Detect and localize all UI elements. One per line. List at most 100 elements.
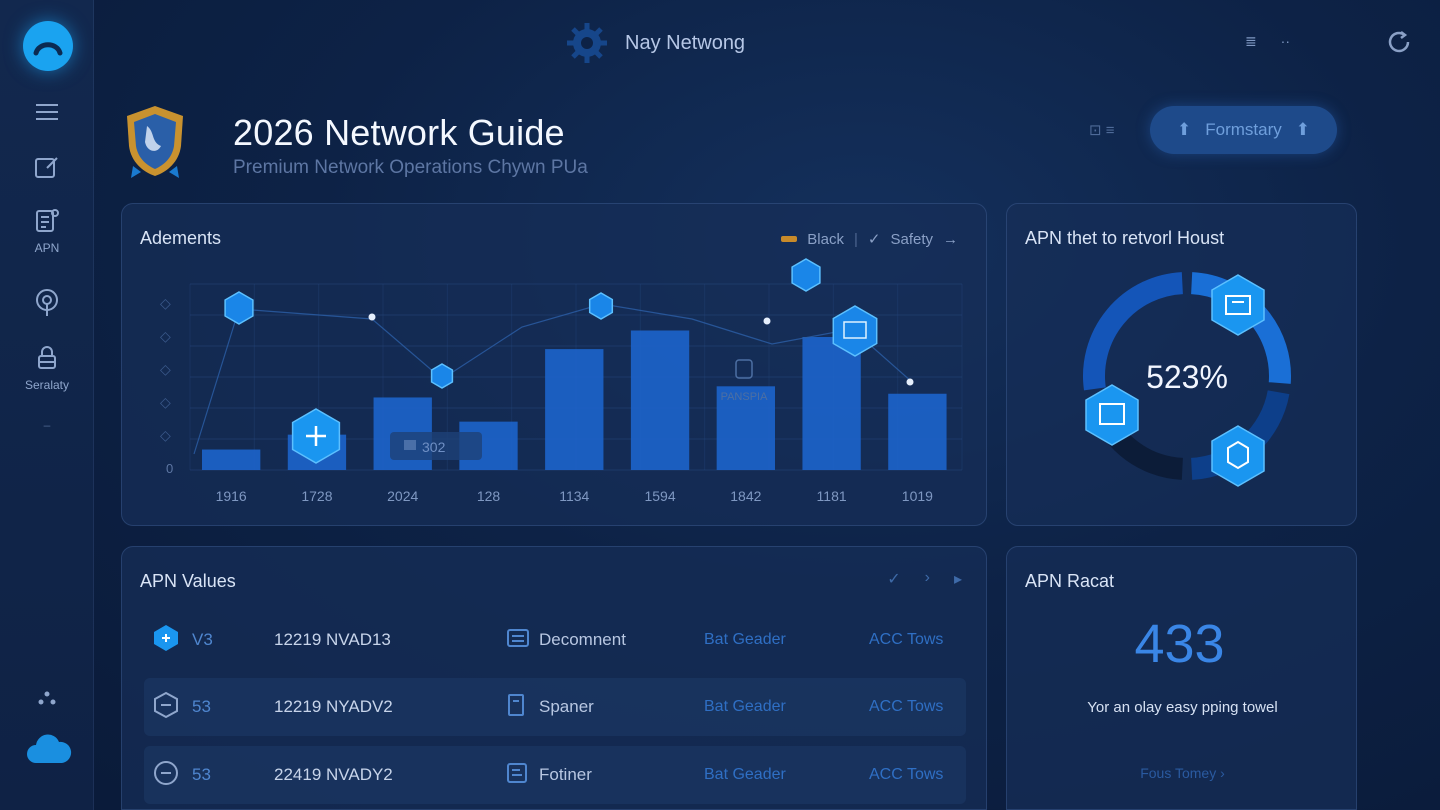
donut-segment[interactable] [1083, 272, 1184, 391]
moon-icon [1299, 647, 1315, 679]
more-icon[interactable]: ·· [1280, 33, 1290, 49]
sidebar-item-menu[interactable] [0, 102, 94, 122]
top-title-text: Nay Netwong [625, 31, 746, 54]
tooltip-text: 302 [422, 439, 446, 455]
legend-label-safety[interactable]: Safety [890, 230, 933, 248]
hex-plus-icon [152, 624, 180, 657]
row-id: V3 [192, 630, 213, 649]
chart-point[interactable] [906, 378, 914, 386]
hex-badge-icon[interactable] [791, 258, 821, 292]
refresh-icon[interactable] [1384, 27, 1414, 62]
overlay-label: PANSPIA [721, 391, 769, 403]
primary-button-label: Formstary [1205, 120, 1282, 139]
row-link-a[interactable]: Bat Geader [704, 766, 786, 783]
donut-chart: 523% [1083, 272, 1291, 487]
hex-badge-icon[interactable] [832, 305, 878, 357]
page-subtitle: Premium Network Operations Chywn PUa [233, 157, 588, 178]
chart-point[interactable] [368, 313, 376, 321]
x-tick-label: 1594 [644, 488, 675, 504]
y-axis-glyph-icon: ◇ [160, 295, 171, 311]
app-logo-icon[interactable] [23, 21, 73, 71]
row-type: Spaner [539, 697, 594, 716]
row-type: Decomnent [539, 630, 626, 649]
share-icon [38, 691, 56, 705]
header-small-label[interactable]: ⊡ ≡ [1089, 122, 1115, 139]
row-link-b[interactable]: ACC Tows [869, 631, 944, 648]
chart-bar[interactable] [802, 337, 861, 470]
row-code: 12219 NYADV2 [274, 697, 393, 716]
chart-bar[interactable] [202, 449, 261, 470]
sidebar-item-edit[interactable] [0, 153, 94, 181]
chart-bar[interactable] [630, 330, 690, 471]
sidebar-item-share[interactable] [0, 690, 94, 706]
stat-card-title: APN Racat [1025, 571, 1115, 591]
chevron-right-icon[interactable]: › [924, 569, 930, 586]
sidebar-item-label: Seralaty [24, 378, 70, 392]
chart-legend: Black | ✓ Safety → [781, 230, 958, 248]
stat-link[interactable]: Fous Tomey › [1140, 765, 1225, 781]
donut-value: 523% [1146, 359, 1228, 395]
wifi-icon [306, 426, 326, 446]
mic-icon: ⬆ [1177, 120, 1192, 139]
upload-icon: ⬆ [1295, 120, 1310, 139]
sidebar-item-label: APN [34, 241, 60, 255]
apn-icon [36, 209, 59, 232]
grid-icon [1225, 295, 1251, 315]
hex-badge-icon[interactable] [224, 291, 254, 325]
row-link-a[interactable]: Bat Geader [704, 698, 786, 715]
sidebar-item-apn[interactable]: APN [0, 207, 94, 255]
cloud-icon[interactable] [26, 733, 72, 772]
primary-button[interactable]: ⬆ Formstary ⬆ [1150, 106, 1337, 154]
chart-bar[interactable] [545, 349, 604, 470]
list-icon[interactable]: ≣ [1244, 33, 1257, 49]
stat-value: 433 [1134, 614, 1225, 674]
circle-minus-icon [152, 759, 180, 792]
arrow-right-icon[interactable]: → [943, 230, 958, 248]
sidebar-item-signal[interactable] [0, 288, 94, 318]
y-axis-glyph-icon: ◇ [160, 394, 171, 410]
y-axis-glyph-icon: ◇ [160, 328, 171, 344]
row-link-a[interactable]: Bat Geader [704, 631, 786, 648]
edit-icon [35, 157, 58, 178]
table-row[interactable]: V3 12219 NVAD13 Decomnent Bat Geader ACC Tow… [144, 611, 966, 669]
top-icons: ≣ ·· [1245, 33, 1290, 50]
row-link-b[interactable]: ACC Tows [869, 766, 944, 783]
sidebar-more[interactable]: – [43, 418, 51, 432]
legend-label-black[interactable]: Black [807, 230, 844, 248]
signal-icon [36, 289, 58, 316]
hex-badge-icon[interactable] [588, 292, 614, 320]
donut-hex-icon[interactable] [1085, 384, 1139, 446]
chart-point[interactable] [763, 317, 771, 325]
row-link-b[interactable]: ACC Tows [869, 698, 944, 715]
security-icon [38, 346, 56, 369]
chart-tooltip [390, 432, 482, 460]
x-tick-label: 1916 [216, 488, 247, 504]
chart-bar[interactable] [716, 386, 775, 470]
trend-line [193, 303, 913, 455]
legend-check-icon: ✓ [867, 231, 881, 248]
sidebar-item-security[interactable]: Seralaty [0, 344, 94, 392]
check-icon[interactable]: ✓ [887, 571, 901, 588]
x-tick-label: 2024 [387, 488, 418, 504]
apn-nav: ✓ › ▸ [887, 569, 962, 589]
chart-bar[interactable] [888, 393, 947, 470]
donut-card-title: APN thet to retvorl Houst [1025, 228, 1225, 248]
menu-icon [36, 104, 58, 120]
hex-badge-icon[interactable] [430, 363, 454, 389]
cube-icon [1227, 440, 1249, 470]
play-icon[interactable]: ▸ [953, 571, 962, 588]
row-code: 12219 NVAD13 [274, 630, 391, 649]
tooltip-icon [404, 440, 416, 450]
donut-hex-icon[interactable] [1211, 274, 1265, 336]
y-tick-label: 0 [166, 461, 173, 476]
donut-card: 523% APN thet to retvorl Houst [1006, 203, 1357, 526]
row-type: Fotiner [539, 765, 592, 784]
donut-hex-icon[interactable] [1211, 425, 1265, 487]
x-tick-label: 1019 [902, 488, 933, 504]
stat-caption: Yor an olay easy pping towel [1087, 699, 1278, 716]
